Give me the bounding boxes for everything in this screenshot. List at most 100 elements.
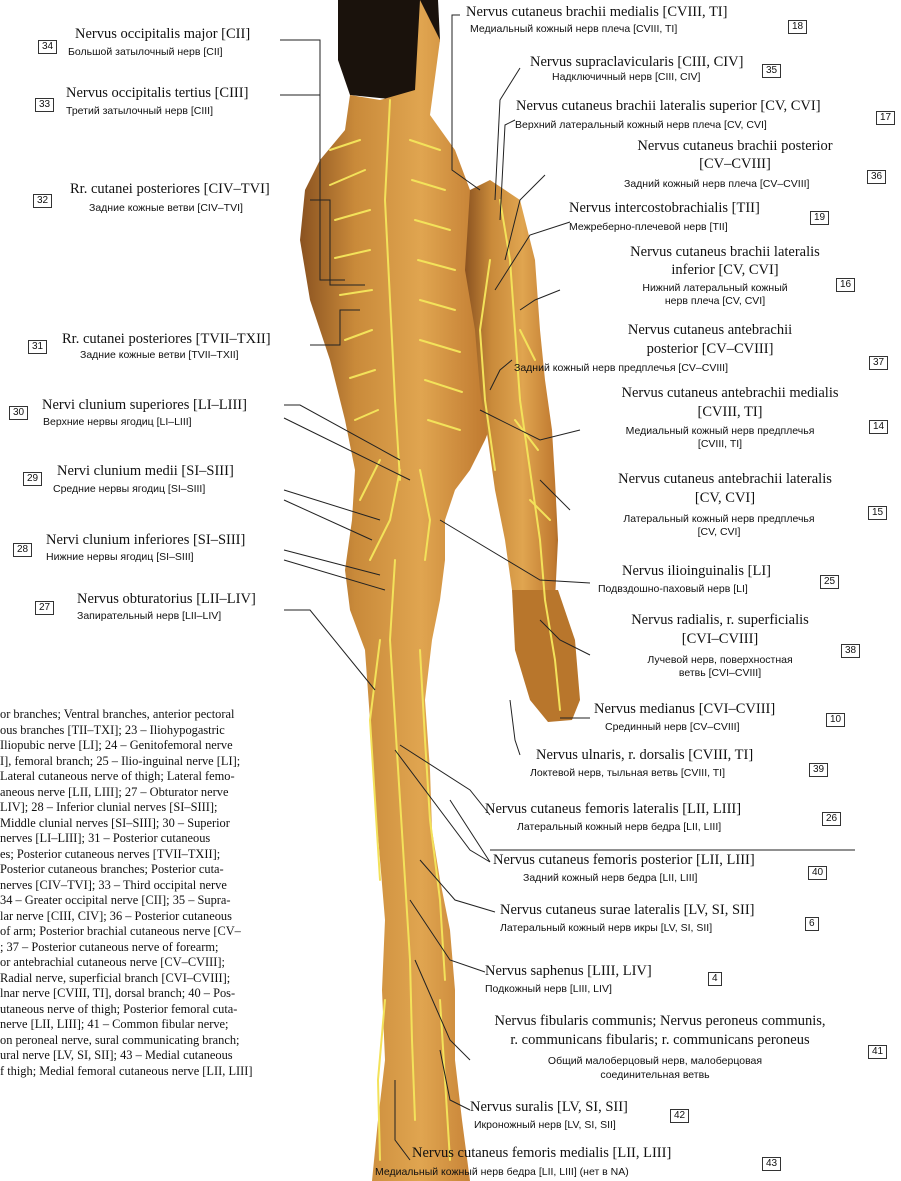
caption-line: or branches; Ventral branches, anterior … — [0, 707, 330, 723]
label-14-latin-line2: [CVIII, TI] — [580, 404, 880, 420]
label-38-latin-line1: Nervus radialis, r. superficialis — [600, 612, 840, 628]
label-30-russian: Верхние нервы ягодиц [LI–LIII] — [43, 416, 192, 428]
label-17-number: 17 — [876, 111, 895, 125]
label-37-latin-line2: posterior [CV–CVIII] — [570, 341, 850, 357]
label-36-latin-line2: [CV–CVIII] — [605, 156, 865, 172]
label-35-latin: Nervus supraclavicularis [CIII, CIV] — [530, 54, 743, 70]
caption-line: Middle clunial nerves [SI–SIII]; 30 – Su… — [0, 816, 330, 832]
label-25-latin: Nervus ilioinguinalis [LI] — [622, 563, 771, 579]
label-16-latin-line1: Nervus cutaneus brachii lateralis — [600, 244, 850, 260]
label-40-number: 40 — [808, 866, 827, 880]
label-14-russian-line2: [CVIII, TI] — [580, 438, 860, 450]
label-31-number: 31 — [28, 340, 47, 354]
label-16-latin-line2: inferior [CV, CVI] — [600, 262, 850, 278]
body-silhouette — [300, 0, 520, 1181]
label-32-number: 32 — [33, 194, 52, 208]
label-10-russian: Срединный нерв [CV–CVIII] — [605, 721, 740, 733]
label-31-russian: Задние кожные ветви [TVII–TXII] — [80, 349, 239, 361]
label-32-latin: Rr. cutanei posteriores [CIV–TVI] — [70, 181, 270, 197]
label-10-number: 10 — [826, 713, 845, 727]
label-18-russian: Медиальный кожный нерв плеча [CVIII, TI] — [470, 23, 677, 35]
label-27-russian: Запирательный нерв [LII–LIV] — [77, 610, 221, 622]
label-33-latin: Nervus occipitalis tertius [CIII] — [66, 85, 248, 101]
caption-line: f thigh; Medial femoral cutaneous nerve … — [0, 1064, 330, 1080]
label-28-latin: Nervi clunium inferiores [SI–SIII] — [46, 532, 245, 548]
label-15-russian-line2: [CV, CVI] — [574, 526, 864, 538]
caption-line: ous branches [TII–TXI]; 23 – Iliohypogas… — [0, 723, 330, 739]
label-15-number: 15 — [868, 506, 887, 520]
label-42-number: 42 — [670, 1109, 689, 1123]
label-34-latin: Nervus occipitalis major [CII] — [75, 26, 250, 42]
label-28-number: 28 — [13, 543, 32, 557]
label-18-latin: Nervus cutaneus brachii medialis [CVIII,… — [466, 4, 727, 20]
caption-line: Iliopubic nerve [LI]; 24 – Genitofemoral… — [0, 738, 330, 754]
label-39-latin: Nervus ulnaris, r. dorsalis [CVIII, TI] — [536, 747, 753, 763]
label-4-latin: Nervus saphenus [LIII, LIV] — [485, 963, 652, 979]
label-4-number: 4 — [708, 972, 722, 986]
label-36-number: 36 — [867, 170, 886, 184]
label-43-russian: Медиальный кожный нерв бедра [LII, LIII]… — [375, 1166, 629, 1178]
label-34-russian: Большой затылочный нерв [CII] — [68, 46, 223, 58]
label-37-russian: Задний кожный нерв предплечья [CV–CVIII] — [514, 362, 728, 374]
label-41-russian-line1: Общий малоберцовый нерв, малоберцовая — [465, 1055, 845, 1067]
label-17-russian: Верхний латеральный кожный нерв плеча [C… — [515, 119, 767, 131]
label-19-russian: Межреберно-плечевой нерв [TII] — [569, 221, 728, 233]
label-17-latin: Nervus cutaneus brachii lateralis superi… — [516, 98, 821, 114]
label-33-russian: Третий затылочный нерв [CIII] — [66, 105, 213, 117]
caption-line: utaneous nerve of thigh; Posterior femor… — [0, 1002, 330, 1018]
label-19-number: 19 — [810, 211, 829, 225]
label-10-latin: Nervus medianus [CVI–CVIII] — [594, 701, 775, 717]
caption-line: nerves [LI–LIII]; 31 – Posterior cutaneo… — [0, 831, 330, 847]
label-6-number: 6 — [805, 917, 819, 931]
caption-line: Lateral cutaneous nerve of thigh; Latera… — [0, 769, 330, 785]
label-38-number: 38 — [841, 644, 860, 658]
label-42-latin: Nervus suralis [LV, SI, SII] — [470, 1099, 628, 1115]
label-18-number: 18 — [788, 20, 807, 34]
label-26-latin: Nervus cutaneus femoris lateralis [LII, … — [485, 801, 741, 817]
caption-line: LIV]; 28 – Inferior clunial nerves [SI–S… — [0, 800, 330, 816]
label-30-latin: Nervi clunium superiores [LI–LIII] — [42, 397, 247, 413]
caption-line: 34 – Greater occipital nerve [CII]; 35 –… — [0, 893, 330, 909]
label-4-russian: Подкожный нерв [LIII, LIV] — [485, 983, 612, 995]
label-29-russian: Средние нервы ягодиц [SI–SIII] — [53, 483, 205, 495]
caption-line: ural nerve [LV, SI, SII]; 43 – Medial cu… — [0, 1048, 330, 1064]
label-36-latin-line1: Nervus cutaneus brachii posterior — [605, 138, 865, 154]
caption-line: Posterior cutaneous branches; Posterior … — [0, 862, 330, 878]
caption-line: or antebrachial cutaneous nerve [CV–CVII… — [0, 955, 330, 971]
caption-line: I], femoral branch; 25 – Ilio-inguinal n… — [0, 754, 330, 770]
caption-line: ; 37 – Posterior cutaneous nerve of fore… — [0, 940, 330, 956]
label-39-russian: Локтевой нерв, тыльная ветвь [CVIII, TI] — [530, 767, 725, 779]
label-42-russian: Икроножный нерв [LV, SI, SII] — [474, 1119, 616, 1131]
label-25-russian: Подвздошно-паховый нерв [LI] — [598, 583, 748, 595]
label-32-russian: Задние кожные ветви [CIV–TVI] — [89, 202, 243, 214]
label-14-number: 14 — [869, 420, 888, 434]
label-38-russian-line1: Лучевой нерв, поверхностная — [605, 654, 835, 666]
label-39-number: 39 — [809, 763, 828, 777]
label-14-latin-line1: Nervus cutaneus antebrachii medialis — [580, 385, 880, 401]
label-35-russian: Надключичный нерв [CIII, CIV] — [552, 71, 700, 83]
caption-line: of arm; Posterior brachial cutaneous ner… — [0, 924, 330, 940]
caption-line: lnar nerve [CVIII, TI], dorsal branch; 4… — [0, 986, 330, 1002]
label-37-latin-line1: Nervus cutaneus antebrachii — [570, 322, 850, 338]
label-40-latin: Nervus cutaneus femoris posterior [LII, … — [493, 852, 755, 868]
label-30-number: 30 — [9, 406, 28, 420]
label-26-russian: Латеральный кожный нерв бедра [LII, LIII… — [517, 821, 721, 833]
label-26-number: 26 — [822, 812, 841, 826]
label-28-russian: Нижние нервы ягодиц [SI–SIII] — [46, 551, 194, 563]
label-36-russian: Задний кожный нерв плеча [CV–CVIII] — [624, 178, 809, 190]
label-19-latin: Nervus intercostobrachialis [TII] — [569, 200, 760, 216]
caption-line: aneous nerve [LII, LIII]; 27 – Obturator… — [0, 785, 330, 801]
label-38-russian-line2: ветвь [CVI–CVIII] — [605, 667, 835, 679]
label-41-latin-line2: r. communicans fibularis; r. communicans… — [465, 1032, 855, 1048]
label-15-russian-line1: Латеральный кожный нерв предплечья — [574, 513, 864, 525]
caption-line: es; Posterior cutaneous nerves [TVII–TXI… — [0, 847, 330, 863]
caption-line: Radial nerve, superficial branch [CVI–CV… — [0, 971, 330, 987]
label-41-latin-line1: Nervus fibularis communis; Nervus perone… — [465, 1013, 855, 1029]
label-34-number: 34 — [38, 40, 57, 54]
label-29-number: 29 — [23, 472, 42, 486]
label-16-russian-line1: Нижний латеральный кожный — [600, 282, 830, 294]
caption-line: lar nerve [CIII, CIV]; 36 – Posterior cu… — [0, 909, 330, 925]
label-6-latin: Nervus cutaneus surae lateralis [LV, SI,… — [500, 902, 755, 918]
label-15-latin-line2: [CV, CVI] — [580, 490, 870, 506]
label-27-number: 27 — [35, 601, 54, 615]
